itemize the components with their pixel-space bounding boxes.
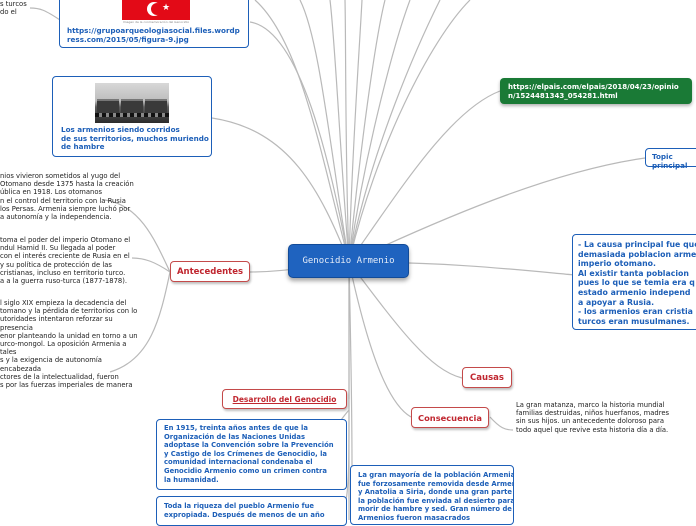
- link-causas: [348, 261, 463, 379]
- train-car: [121, 99, 143, 115]
- antecedentes-paragraph-2: toma el poder del imperio Otomano el ndu…: [0, 236, 131, 286]
- desarrollo-label: Desarrollo del Genocidio: [232, 394, 337, 404]
- train-car: [97, 99, 119, 115]
- desarrollo-note-1-text: En 1915, treinta años antes de que la Or…: [164, 424, 334, 484]
- link-consecuencia: [348, 261, 412, 418]
- antecedentes-paragraph-1: nios vivieron sometidos al yugo del Otom…: [0, 172, 134, 222]
- causas-node[interactable]: Causas: [462, 367, 512, 388]
- link-topleft: [29, 7, 61, 21]
- train-photo-image: [95, 83, 169, 123]
- link-top-d: [344, 0, 350, 263]
- link-top-e: [348, 0, 363, 263]
- consecuencia-node[interactable]: Consecuencia: [411, 407, 489, 428]
- star-icon: ★: [162, 3, 171, 13]
- top-left-fragment: s turcos do el: [0, 0, 27, 17]
- link-ant-2: [131, 257, 171, 273]
- link-green: [348, 90, 501, 263]
- consecuencia-detail-text: La gran mayoría de la población Armenia …: [358, 471, 514, 520]
- link-flag: [249, 21, 350, 263]
- link-photo: [211, 117, 350, 263]
- link-top-f: [348, 0, 386, 263]
- topic-principal-node[interactable]: Topic principal: [645, 148, 696, 169]
- link-cons-text: [489, 416, 514, 431]
- central-topic[interactable]: Genocidio Armenio: [288, 244, 409, 278]
- train-car: [145, 99, 167, 115]
- crescent-cut: [151, 3, 163, 15]
- link-detail: [348, 261, 353, 467]
- link-top-g: [348, 0, 411, 263]
- flag-caption: Imagen de la conmemoración del Genocidio: [122, 20, 190, 24]
- causes-text-node[interactable]: [572, 234, 696, 330]
- consecuencia-text: La gran matanza, marco la historia mundi…: [516, 401, 670, 434]
- external-link-node[interactable]: https://elpais.com/elpais/2018/04/23/opi…: [500, 78, 692, 104]
- desarrollo-note-1[interactable]: [156, 419, 347, 490]
- antecedentes-node[interactable]: Antecedentes: [170, 261, 250, 282]
- image-link-url[interactable]: https://grupoarqueologiasocial.files.wor…: [67, 26, 240, 44]
- link-top-b: [299, 0, 350, 263]
- link-topic: [348, 157, 646, 263]
- link-top-h: [348, 0, 441, 263]
- link-top-i: [348, 0, 471, 263]
- link-top-a: [254, 0, 350, 263]
- desarrollo-note-2-text: Toda la riqueza del pueblo Armenio fue e…: [164, 502, 325, 519]
- link-ant-3: [109, 271, 171, 373]
- link-ant-1: [104, 199, 171, 273]
- desarrollo-node[interactable]: Desarrollo del Genocidio: [222, 389, 347, 409]
- photo-caption: Los armenios siendo corridos de sus terr…: [61, 125, 209, 151]
- antecedentes-paragraph-3: l siglo XIX empieza la decadencia del to…: [0, 299, 138, 390]
- causes-text: - La causa principal fue que demasiada p…: [578, 240, 696, 326]
- train-wheels: [95, 113, 169, 117]
- turkish-flag-image: ★: [122, 0, 190, 20]
- link-top-c: [329, 0, 350, 263]
